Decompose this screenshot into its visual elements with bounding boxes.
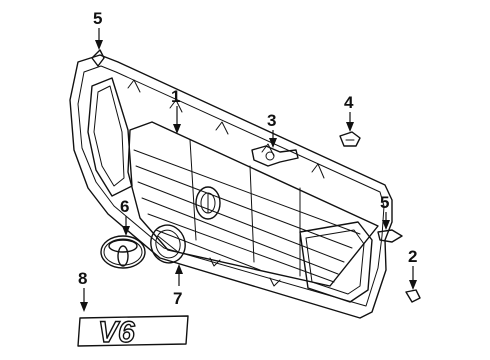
callout-6: 6	[120, 197, 130, 236]
clip-part-2	[405, 289, 421, 303]
callout-4: 4	[344, 93, 354, 132]
toyota-emblem-part-6	[100, 235, 146, 269]
callout-label-2: 2	[408, 247, 417, 266]
callout-label-3: 3	[267, 111, 276, 130]
callout-5b: 5	[380, 193, 390, 230]
callout-5a: 5	[93, 9, 103, 50]
emblem-base-part-7	[150, 224, 186, 264]
callout-3: 3	[267, 111, 277, 148]
retainer-part-3	[251, 145, 299, 167]
callout-2: 2	[408, 247, 417, 290]
v6-badge-text: V6	[98, 316, 135, 349]
callout-1: 1	[171, 87, 181, 134]
callout-label-5b: 5	[380, 193, 389, 212]
callout-7: 7	[173, 264, 183, 308]
callout-label-7: 7	[173, 289, 182, 308]
clip-part-4	[339, 131, 361, 147]
grille-assembly	[69, 54, 393, 319]
callout-label-1: 1	[171, 87, 180, 106]
callout-label-8: 8	[78, 269, 87, 288]
callout-label-4: 4	[344, 93, 354, 112]
clip-part-5-top	[91, 49, 105, 67]
callout-8: 8	[78, 269, 88, 312]
clip-part-5-right	[377, 229, 403, 243]
v6-badge-part-8: V6	[77, 315, 189, 350]
callout-label-6: 6	[120, 197, 129, 216]
callout-label-5a: 5	[93, 9, 102, 28]
